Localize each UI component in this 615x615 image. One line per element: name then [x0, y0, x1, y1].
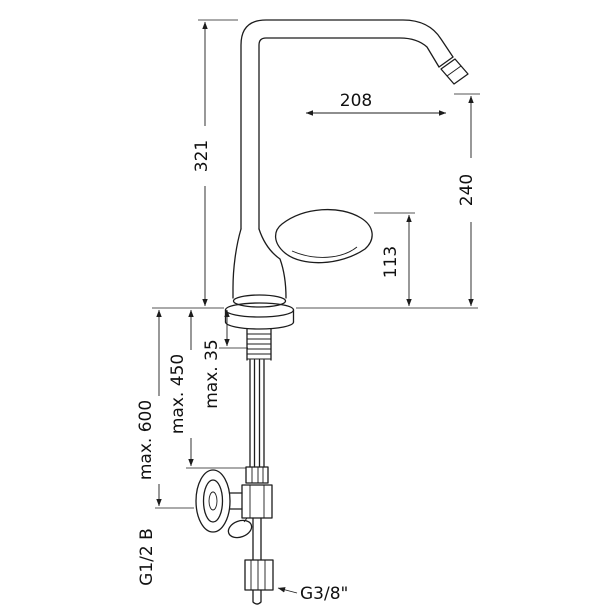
- dim-label-max35: max. 35: [202, 339, 222, 408]
- valve-wall-connector: [229, 492, 243, 510]
- dimension-labels: 208 321 240 113 max. 35 max. 450 max. 60…: [136, 91, 477, 604]
- hose-lower-lines: [252, 589, 262, 605]
- faucet-body: [224, 228, 295, 330]
- supply-tubes: [249, 359, 265, 468]
- dim-label-113: 113: [381, 246, 401, 278]
- dim-label-321: 321: [192, 140, 212, 172]
- angle-valve: [195, 466, 273, 539]
- faucet-spout: [240, 19, 469, 230]
- spout-end-cut-line: [438, 56, 454, 68]
- base-ring: [232, 294, 287, 308]
- hose-upper-lines: [252, 517, 262, 561]
- spout-inner-contour: [258, 37, 440, 230]
- outlet-hose: [244, 517, 274, 605]
- faucet-lever-handle: [274, 208, 373, 264]
- wall-flange-inner: [202, 479, 224, 523]
- dim-label-208: 208: [340, 91, 372, 111]
- hose-nut-knurl: [250, 560, 266, 590]
- hose-nut: [244, 559, 274, 591]
- valve-knob: [227, 519, 253, 539]
- dim-label-max450: max. 450: [168, 354, 188, 434]
- leader-line-g38: [277, 587, 298, 594]
- shank-thread-ticks: [247, 333, 271, 360]
- aerator-band-line: [446, 65, 462, 77]
- escutcheon-top: [224, 302, 295, 318]
- escutcheon-bottom: [224, 321, 295, 330]
- thread-label-g12b: G1/2 B: [137, 528, 157, 586]
- body-left-contour: [232, 228, 242, 299]
- valve-body: [241, 484, 273, 519]
- wall-flange-outer: [195, 469, 231, 533]
- mounting-shank: [246, 328, 272, 361]
- valve-collar-knurl: [251, 467, 264, 483]
- extension-lines: [152, 19, 480, 509]
- valve-body-flats: [249, 485, 265, 518]
- spout-outer-contour: [240, 19, 454, 230]
- lever-detail-line: [291, 246, 358, 258]
- lever-contour: [274, 208, 373, 264]
- tube-lines: [249, 359, 265, 468]
- aerator-tip: [440, 58, 469, 85]
- body-right-contour: [258, 228, 287, 299]
- valve-collar: [245, 466, 269, 484]
- valve-knob-stem: [243, 517, 248, 523]
- dimension-lines: [156, 21, 474, 594]
- dim-label-max600: max. 600: [136, 400, 156, 480]
- wall-flange-hub: [208, 491, 218, 511]
- dim-label-240: 240: [457, 174, 477, 206]
- thread-label-g38: G3/8": [300, 584, 348, 604]
